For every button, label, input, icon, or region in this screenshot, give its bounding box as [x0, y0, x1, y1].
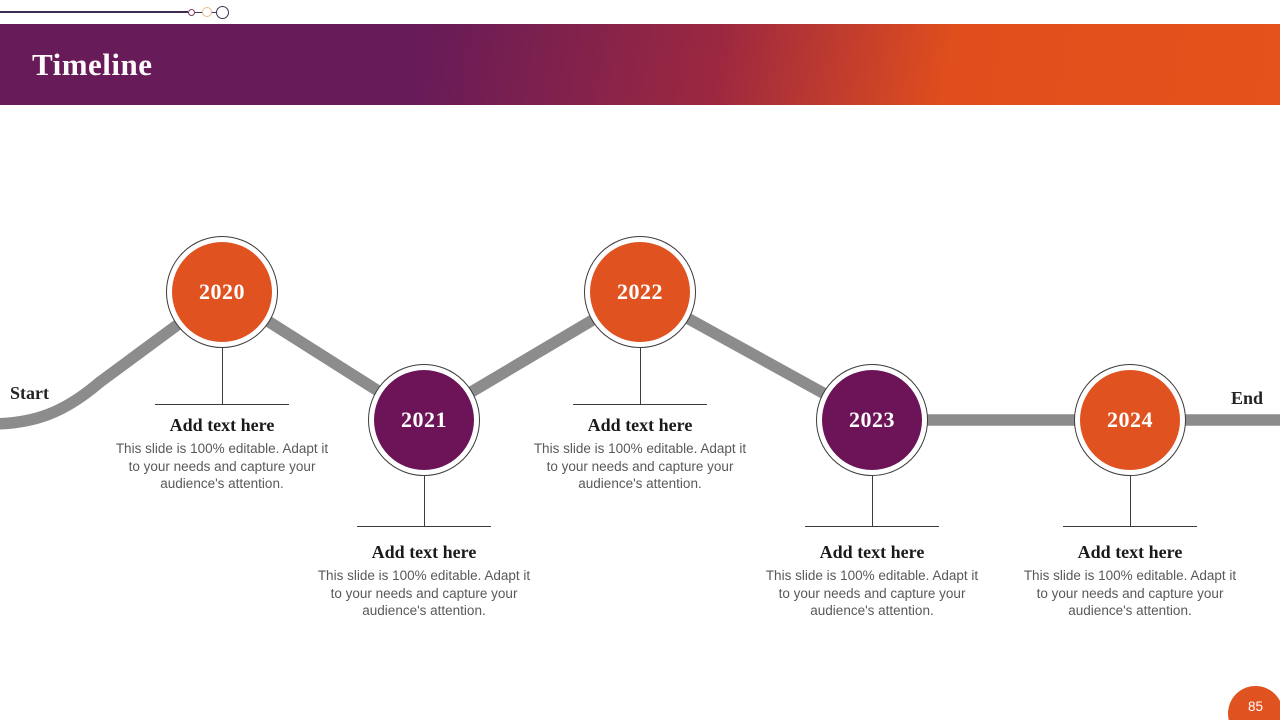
page-number: 85: [1247, 699, 1264, 714]
connector-stem: [1130, 476, 1131, 526]
end-label: End: [1231, 388, 1264, 408]
connector-stem: [872, 476, 873, 526]
milestone-heading[interactable]: Add text here: [371, 542, 477, 562]
milestone-circle-2022[interactable]: 2022: [584, 236, 696, 348]
milestone-circle-2021[interactable]: 2021: [368, 364, 480, 476]
decor-line: [0, 11, 188, 13]
decor-small-circle-icon: [188, 9, 195, 16]
milestone-circle-2020[interactable]: 2020: [166, 236, 278, 348]
page-title[interactable]: Timeline: [32, 46, 153, 82]
page-number-badge: 85: [1228, 686, 1280, 720]
milestone-year: 2022: [590, 242, 690, 342]
milestone-body[interactable]: This slide is 100% editable. Adapt it to…: [533, 441, 747, 491]
milestone-year: 2023: [822, 370, 922, 470]
start-label: Start: [10, 383, 49, 403]
connector-line: [573, 404, 707, 405]
milestone-body[interactable]: This slide is 100% editable. Adapt it to…: [1023, 568, 1237, 618]
connector-line: [1063, 526, 1197, 527]
milestone-year: 2020: [172, 242, 272, 342]
milestone-body[interactable]: This slide is 100% editable. Adapt it to…: [115, 441, 329, 491]
milestone-year: 2021: [374, 370, 474, 470]
decor-medium-circle-icon: [202, 7, 212, 17]
milestone-circle-2023[interactable]: 2023: [816, 364, 928, 476]
milestone-heading[interactable]: Add text here: [1077, 542, 1183, 562]
milestone-heading[interactable]: Add text here: [587, 415, 693, 435]
milestone-body[interactable]: This slide is 100% editable. Adapt it to…: [765, 568, 979, 618]
milestone-heading[interactable]: Add text here: [819, 542, 925, 562]
connector-line: [357, 526, 491, 527]
connector-stem: [424, 476, 425, 526]
decor-large-circle-icon: [216, 6, 229, 19]
milestone-year: 2024: [1080, 370, 1180, 470]
connector-stem: [640, 348, 641, 405]
connector-stem: [222, 348, 223, 405]
milestone-body[interactable]: This slide is 100% editable. Adapt it to…: [317, 568, 531, 618]
header-banner: Timeline: [0, 24, 1280, 105]
milestone-circle-2024[interactable]: 2024: [1074, 364, 1186, 476]
connector-line: [155, 404, 289, 405]
milestone-heading[interactable]: Add text here: [169, 415, 275, 435]
connector-line: [805, 526, 939, 527]
